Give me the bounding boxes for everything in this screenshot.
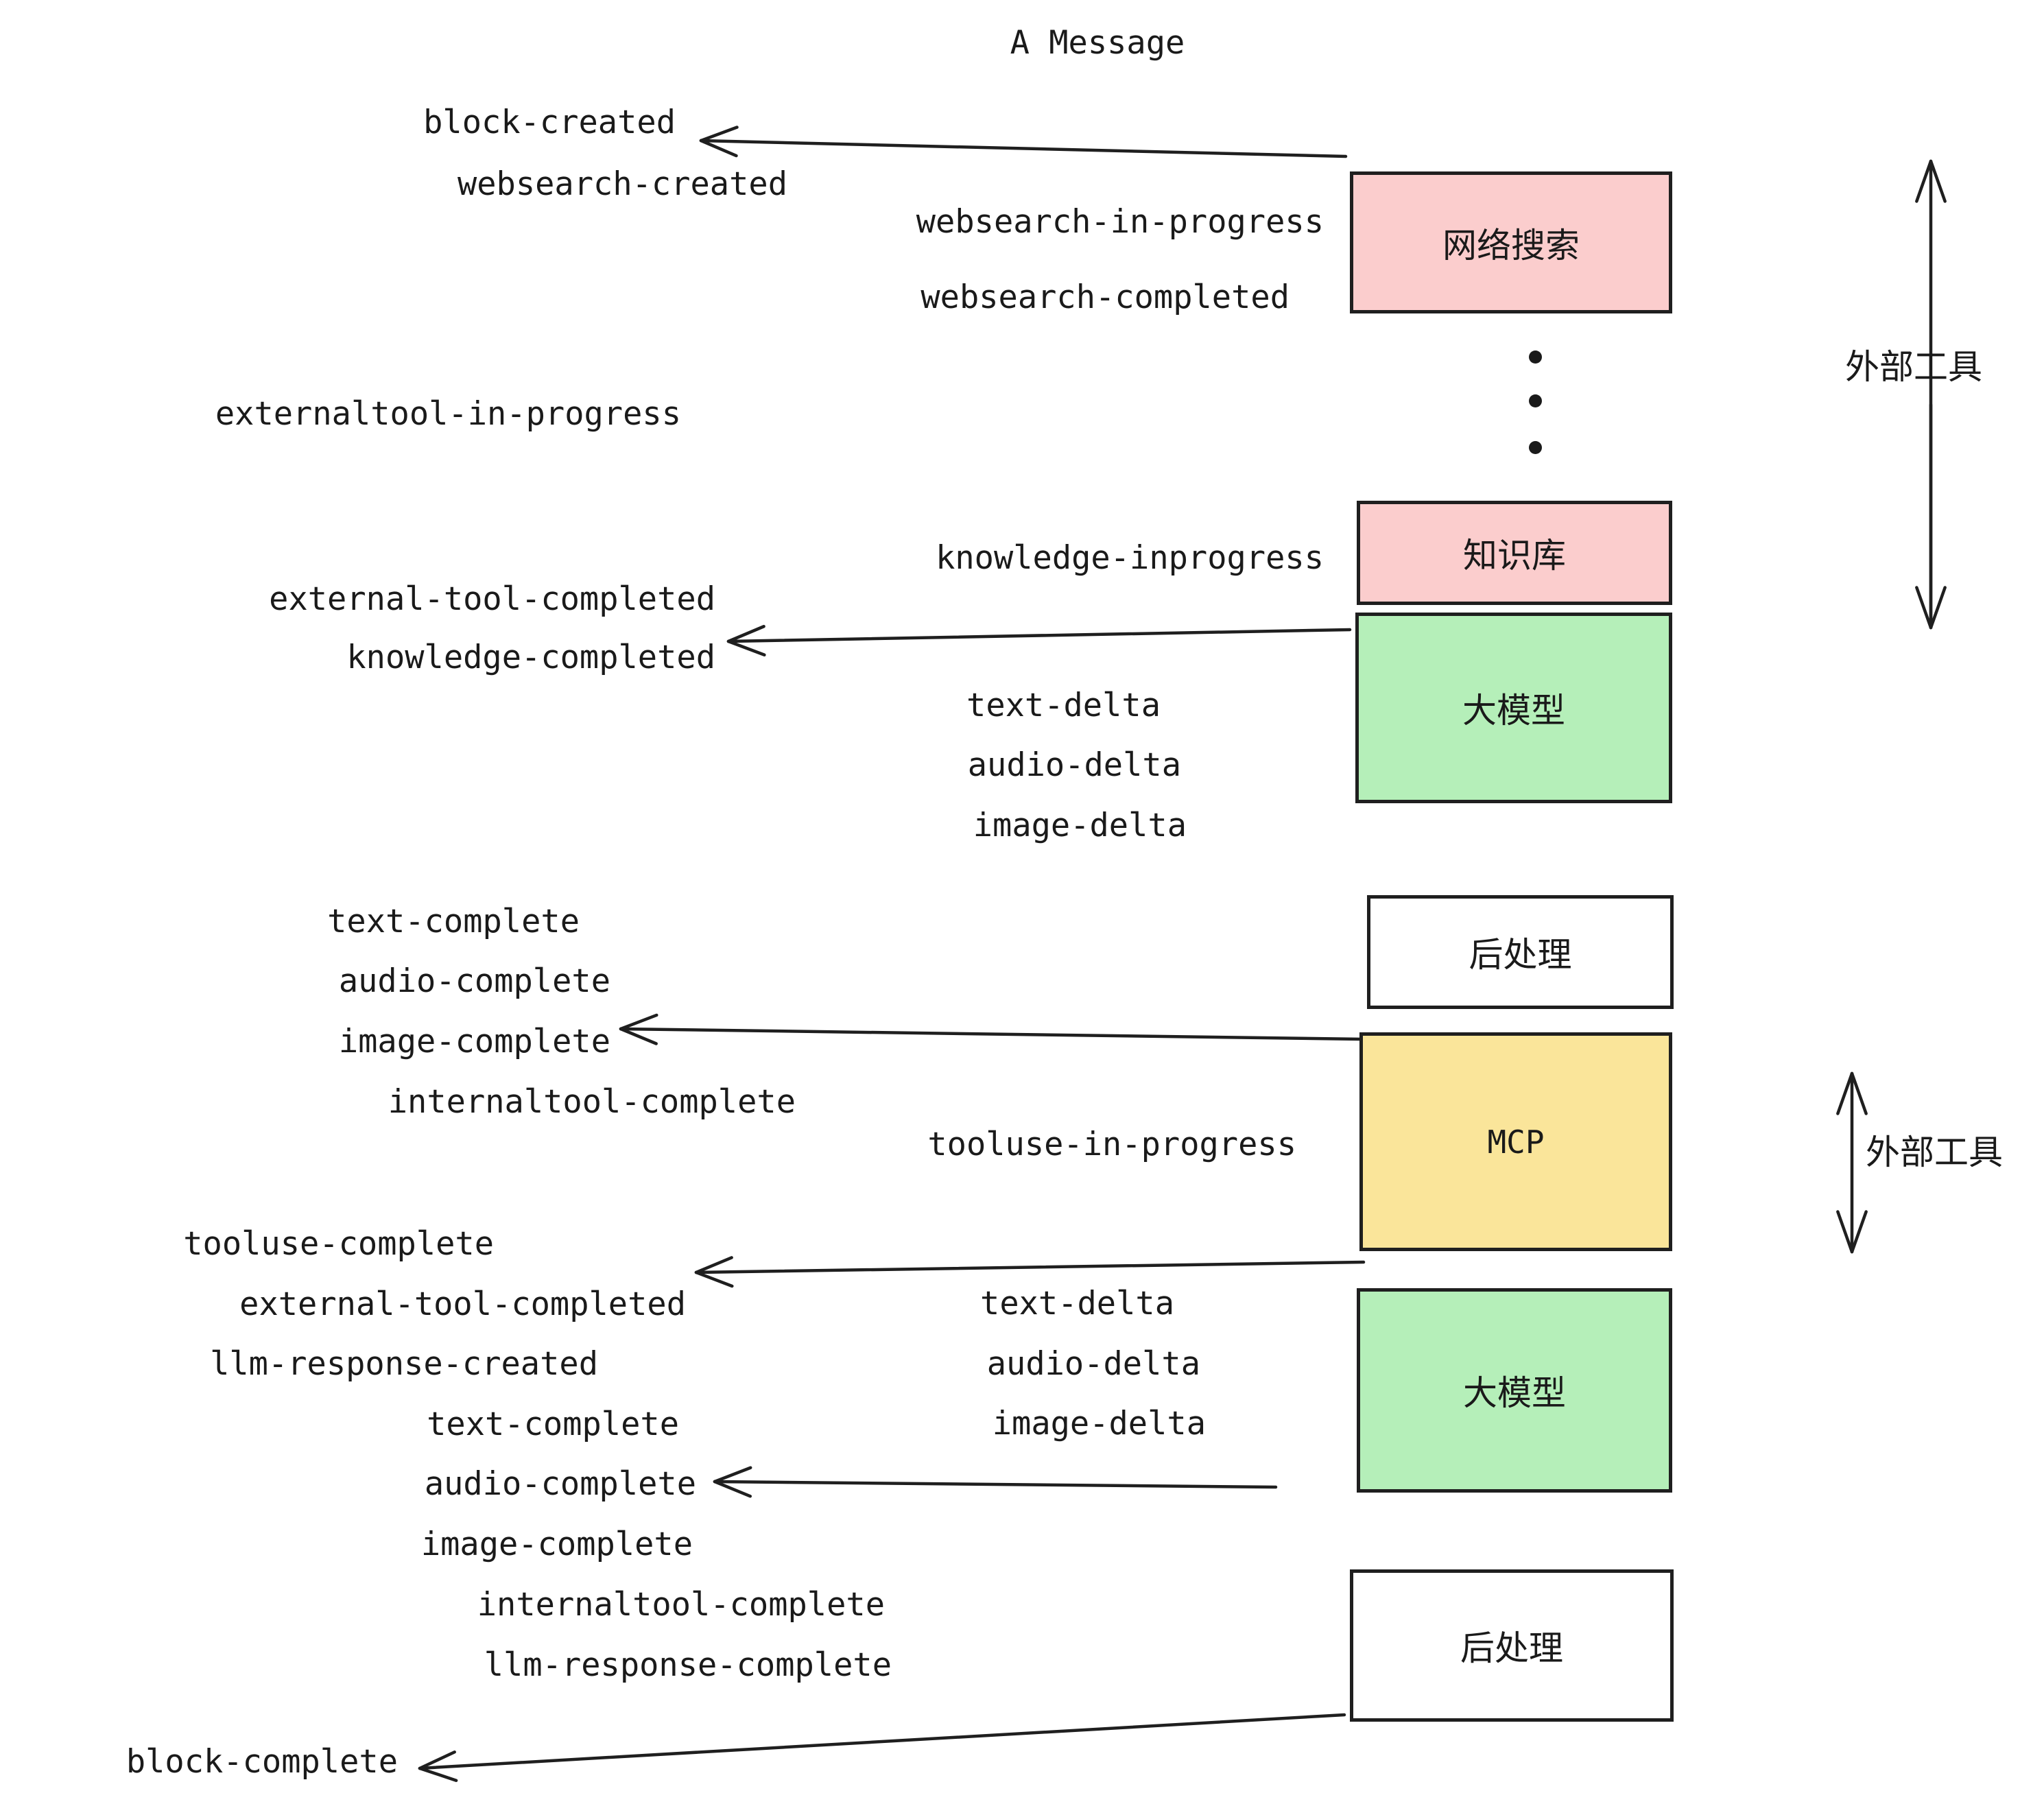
event-label-externaltool-in-progress: externaltool-in-progress xyxy=(215,395,681,433)
arrow-llm2-to-audio-complete xyxy=(713,1466,1278,1498)
event-label-audio-complete: audio-complete xyxy=(424,1465,696,1503)
event-label-internaltool-complete: internaltool-complete xyxy=(388,1083,796,1121)
arrow-postprocess1-to-image-complete xyxy=(619,1013,1366,1045)
event-label-audio-complete: audio-complete xyxy=(338,962,610,1000)
event-label-tooluse-in-progress: tooluse-in-progress xyxy=(927,1126,1296,1163)
event-label-llm-response-complete: llm-response-complete xyxy=(484,1646,892,1684)
node-label: 后处理 xyxy=(1469,935,1572,975)
event-label-audio-delta: audio-delta xyxy=(986,1345,1200,1383)
arrow-knowledge-to-completed xyxy=(726,625,1352,657)
arrow-external-tool-range-top xyxy=(1915,159,1947,630)
page-title: A Message xyxy=(1010,24,1185,62)
external-tool-range-label: 外部工具 xyxy=(1866,1132,2003,1172)
ellipsis-dot-icon xyxy=(1529,394,1542,407)
event-label-text-delta: text-delta xyxy=(966,687,1161,724)
node-postprocess-1: 后处理 xyxy=(1367,895,1674,1009)
node-mcp: MCP xyxy=(1359,1032,1672,1251)
node-label: 后处理 xyxy=(1460,1628,1563,1668)
event-label-block-created: block-created xyxy=(423,104,676,141)
event-label-knowledge-inprogress: knowledge-inprogress xyxy=(936,539,1324,577)
event-label-websearch-in-progress: websearch-in-progress xyxy=(916,203,1324,241)
event-label-image-complete: image-complete xyxy=(420,1526,693,1563)
arrow-postprocess2-to-block-complete xyxy=(418,1713,1346,1782)
ellipsis-dot-icon xyxy=(1529,351,1542,364)
event-label-internaltool-complete: internaltool-complete xyxy=(477,1586,885,1624)
node-llm-1: 大模型 xyxy=(1355,613,1672,803)
arrow-external-tool-range-top-lower xyxy=(1915,403,1947,630)
event-label-knowledge-completed: knowledge-completed xyxy=(346,639,715,676)
node-websearch: 网络搜索 xyxy=(1350,171,1672,313)
arrow-websearch-to-block xyxy=(699,126,1348,158)
event-label-external-tool-completed: external-tool-completed xyxy=(269,580,715,618)
ellipsis-dot-icon xyxy=(1529,441,1542,454)
event-label-text-complete: text-complete xyxy=(427,1405,679,1443)
node-label: 网络搜索 xyxy=(1442,225,1580,265)
event-label-audio-delta: audio-delta xyxy=(967,746,1181,784)
node-label: 大模型 xyxy=(1463,1373,1566,1413)
node-postprocess-2: 后处理 xyxy=(1350,1569,1674,1722)
external-tool-range-label: 外部工具 xyxy=(1845,347,1982,387)
event-label-tooluse-complete: tooluse-complete xyxy=(183,1225,494,1263)
node-llm-2: 大模型 xyxy=(1357,1288,1672,1493)
node-label: 知识库 xyxy=(1463,536,1566,575)
node-label: 大模型 xyxy=(1462,691,1565,731)
event-label-block-complete: block-complete xyxy=(126,1743,398,1781)
event-label-text-complete: text-complete xyxy=(327,903,580,940)
event-label-image-delta: image-delta xyxy=(973,807,1187,844)
node-label: MCP xyxy=(1487,1123,1545,1161)
event-label-llm-response-created: llm-response-created xyxy=(210,1345,598,1383)
event-label-websearch-created: websearch-created xyxy=(457,165,787,203)
event-label-external-tool-completed: external-tool-completed xyxy=(239,1285,686,1323)
event-label-text-delta: text-delta xyxy=(980,1285,1174,1322)
arrow-external-tool-range-bottom xyxy=(1836,1071,1868,1254)
event-label-websearch-completed: websearch-completed xyxy=(920,278,1290,316)
event-label-image-delta: image-delta xyxy=(992,1405,1206,1443)
node-knowledgebase: 知识库 xyxy=(1357,501,1672,605)
event-label-image-complete: image-complete xyxy=(338,1023,610,1060)
arrow-mcp-to-tooluse-complete xyxy=(694,1256,1366,1288)
